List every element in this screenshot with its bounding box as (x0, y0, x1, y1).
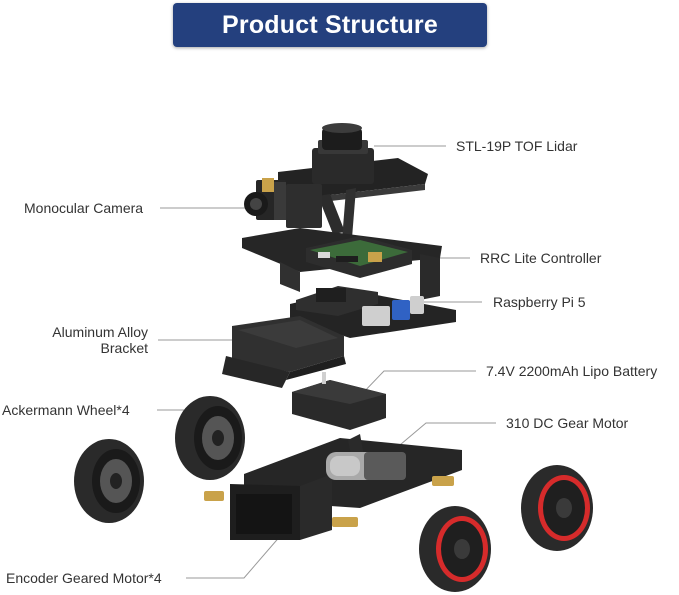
wheel-right-front (419, 506, 491, 592)
label-lidar: STL-19P TOF Lidar (456, 138, 577, 154)
battery-pack (292, 372, 386, 430)
wheel-left-front (175, 396, 245, 480)
label-bracket-line2: Bracket (40, 340, 148, 356)
camera-module (244, 178, 322, 228)
label-controller: RRC Lite Controller (480, 250, 601, 266)
wheel-right-back (521, 465, 593, 551)
label-bracket-line1: Aluminum Alloy (40, 324, 148, 340)
label-raspberry-pi: Raspberry Pi 5 (493, 294, 586, 310)
label-battery: 7.4V 2200mAh Lipo Battery (486, 363, 657, 379)
label-bracket: Aluminum Alloy Bracket (40, 324, 148, 356)
label-camera: Monocular Camera (24, 200, 143, 216)
label-gear-motor: 310 DC Gear Motor (506, 415, 628, 431)
label-encoder-motor: Encoder Geared Motor*4 (6, 570, 162, 586)
label-wheel: Ackermann Wheel*4 (2, 402, 130, 418)
leader-line-encoder (186, 534, 282, 578)
wheel-left-back (74, 439, 144, 523)
lidar-sensor (312, 123, 374, 184)
gear-motor (326, 452, 406, 480)
